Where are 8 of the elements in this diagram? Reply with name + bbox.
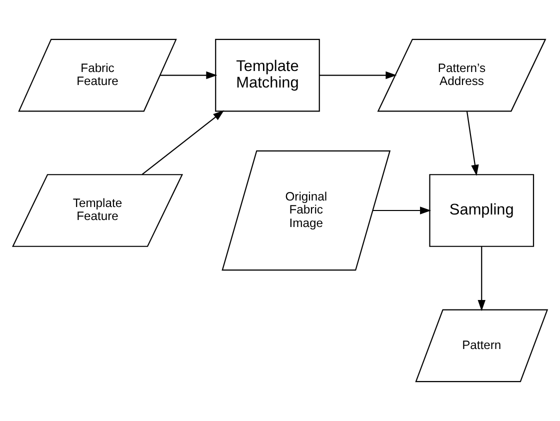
arrow: [142, 110, 224, 175]
node-box: Template Matching: [215, 38, 320, 112]
node-box: Sampling: [429, 174, 534, 247]
arrow: [160, 71, 218, 80]
arrow: [372, 206, 432, 214]
arrow: [478, 246, 486, 312]
arrow: [319, 71, 397, 80]
arrow: [466, 111, 479, 176]
